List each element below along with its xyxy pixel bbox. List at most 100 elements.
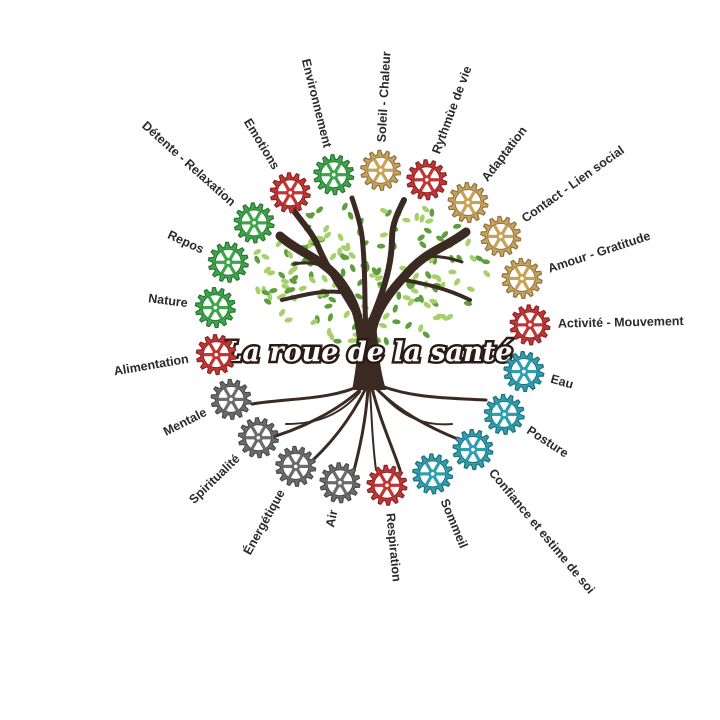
leaf <box>261 253 270 260</box>
leaf <box>453 278 461 286</box>
branch <box>289 205 368 333</box>
leaf <box>375 267 382 276</box>
leaf <box>413 296 423 303</box>
leaf <box>417 234 425 241</box>
root <box>250 383 364 406</box>
leaf <box>432 315 442 321</box>
root <box>369 389 377 471</box>
leaf <box>347 211 354 220</box>
leaf <box>392 304 398 313</box>
gear-green <box>313 154 355 196</box>
leaf <box>422 331 430 339</box>
leaf <box>435 274 442 283</box>
gear-label: Détente - Relaxation <box>139 119 238 209</box>
trunk <box>352 320 386 390</box>
leaf <box>341 202 348 211</box>
leaf <box>287 250 293 259</box>
leaf <box>284 287 292 294</box>
gear-label: Adaptation <box>479 124 530 184</box>
gear-teal <box>483 393 525 436</box>
leaf <box>463 300 473 307</box>
leaf <box>281 283 290 290</box>
root <box>379 391 453 426</box>
root <box>374 382 488 402</box>
leaf <box>378 322 388 329</box>
gear-label: Contact - Lien social <box>519 143 627 225</box>
leaf <box>263 298 272 305</box>
leaf <box>343 310 350 319</box>
gear-green <box>207 241 249 283</box>
leaf <box>339 252 346 261</box>
gear-gold <box>360 149 402 191</box>
leaf <box>425 218 434 224</box>
gear-teal <box>412 453 454 495</box>
branch <box>418 254 464 264</box>
leaf <box>253 249 262 255</box>
leaf <box>402 295 411 301</box>
leaf <box>383 337 389 346</box>
gear-label: Mentale <box>161 405 209 439</box>
gear-red <box>366 464 408 506</box>
leaf <box>255 286 261 295</box>
leaf <box>310 318 318 325</box>
leaf <box>402 217 411 223</box>
tree-branches <box>275 195 472 390</box>
leaf <box>278 309 286 317</box>
gear-red <box>406 159 448 201</box>
gear-label: Spiritualité <box>186 452 242 507</box>
gear-ring <box>194 149 551 506</box>
leaf <box>376 243 386 249</box>
leaf <box>289 278 297 285</box>
gear-label: Amour - Gratitude <box>546 229 652 276</box>
leaf <box>280 278 290 285</box>
leaf <box>423 301 431 309</box>
leaf <box>321 274 328 283</box>
gear-label: Rythmùe de vie <box>429 64 474 156</box>
leaf <box>481 259 490 265</box>
root <box>370 386 402 472</box>
leaf <box>406 281 412 290</box>
leaf <box>278 271 286 279</box>
leaf <box>379 232 389 238</box>
branch <box>403 278 472 302</box>
gear-red <box>195 334 237 376</box>
gear-gold <box>480 215 522 258</box>
gear-label: Posture <box>524 423 571 460</box>
gear-teal <box>503 350 545 393</box>
branch <box>292 261 332 272</box>
leaf <box>423 227 432 234</box>
leaf <box>385 209 392 217</box>
leaf <box>418 324 424 333</box>
leaf <box>308 276 316 284</box>
leaf <box>327 313 334 322</box>
leaf <box>328 296 337 303</box>
gear-gray <box>210 378 252 421</box>
gear-label: Emotions <box>241 116 282 172</box>
leaf <box>254 255 261 264</box>
leaf <box>380 208 388 214</box>
leaf <box>298 285 307 292</box>
leaf <box>337 247 343 256</box>
leaf <box>475 255 484 262</box>
gear-label: Activité - Mouvement <box>558 314 685 331</box>
leaf <box>421 205 430 213</box>
wheel-title: La roue de la santé <box>223 337 513 368</box>
leaf <box>410 288 419 294</box>
leaf <box>465 238 471 247</box>
leaf <box>323 224 330 233</box>
leaf <box>452 223 462 229</box>
leaf <box>269 288 278 294</box>
tree-roots <box>250 382 488 480</box>
gear-gray <box>275 445 317 488</box>
leaf <box>340 268 346 277</box>
leaf <box>396 291 402 300</box>
leaf <box>419 241 427 249</box>
root <box>285 391 361 425</box>
leaf <box>405 321 412 329</box>
branch <box>280 289 342 302</box>
leaf <box>263 266 271 274</box>
gear-green <box>233 202 275 244</box>
leaf <box>341 245 349 252</box>
gear-label: Énergétique <box>240 487 288 558</box>
gear-gray <box>319 462 361 504</box>
